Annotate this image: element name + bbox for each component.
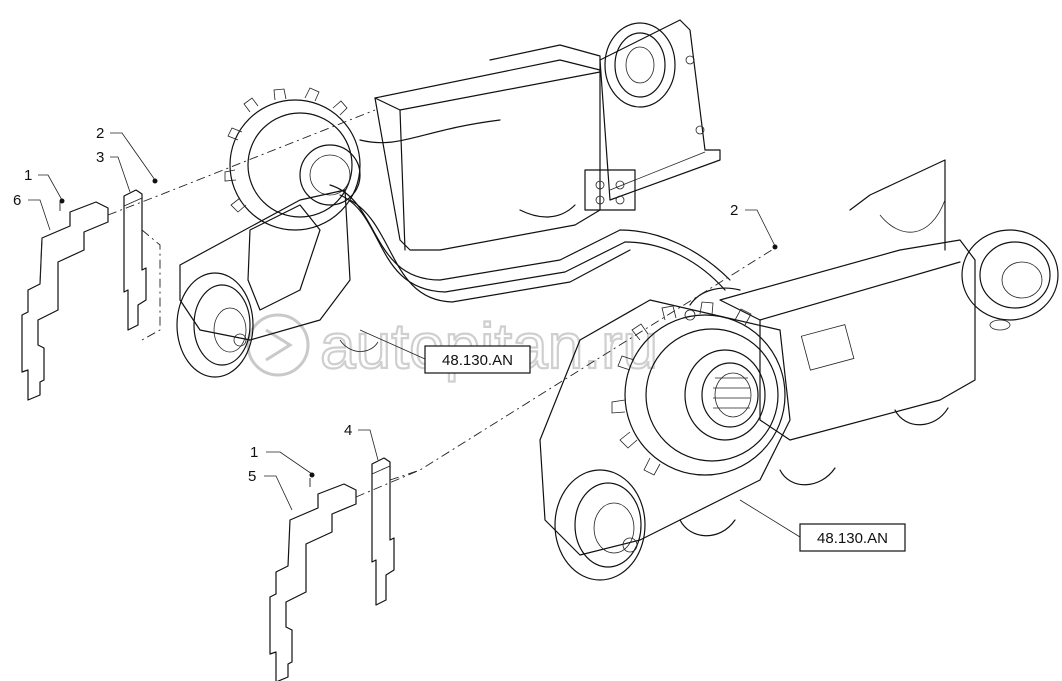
reference-label: 48.130.AN xyxy=(817,530,888,547)
callout-5[interactable]: 5 xyxy=(248,468,256,485)
callout-leaders xyxy=(28,132,801,538)
reference-label: 48.130.AN xyxy=(442,352,513,369)
reference-box-upper[interactable]: 48.130.AN xyxy=(424,345,531,374)
callout-4[interactable]: 4 xyxy=(344,422,352,439)
assembly-lines xyxy=(59,109,776,498)
leader-dot xyxy=(152,178,158,184)
guard-bracket-3 xyxy=(123,189,147,331)
upper-track-assembly xyxy=(176,19,731,378)
guard-bracket-4 xyxy=(371,457,395,606)
callout-3[interactable]: 3 xyxy=(96,149,104,166)
reference-box-lower[interactable]: 48.130.AN xyxy=(799,523,906,552)
callout-6[interactable]: 6 xyxy=(13,192,21,209)
callout-2[interactable]: 2 xyxy=(730,202,738,219)
lower-track-assembly xyxy=(539,159,1059,581)
callout-2[interactable]: 2 xyxy=(96,125,104,142)
guard-bracket-6 xyxy=(21,201,109,401)
leader-dot xyxy=(59,198,65,204)
callout-1[interactable]: 1 xyxy=(250,444,258,461)
callout-1[interactable]: 1 xyxy=(24,167,32,184)
leader-dot xyxy=(309,472,315,478)
leader-dot xyxy=(772,244,778,250)
guard-bracket-5 xyxy=(269,483,357,681)
